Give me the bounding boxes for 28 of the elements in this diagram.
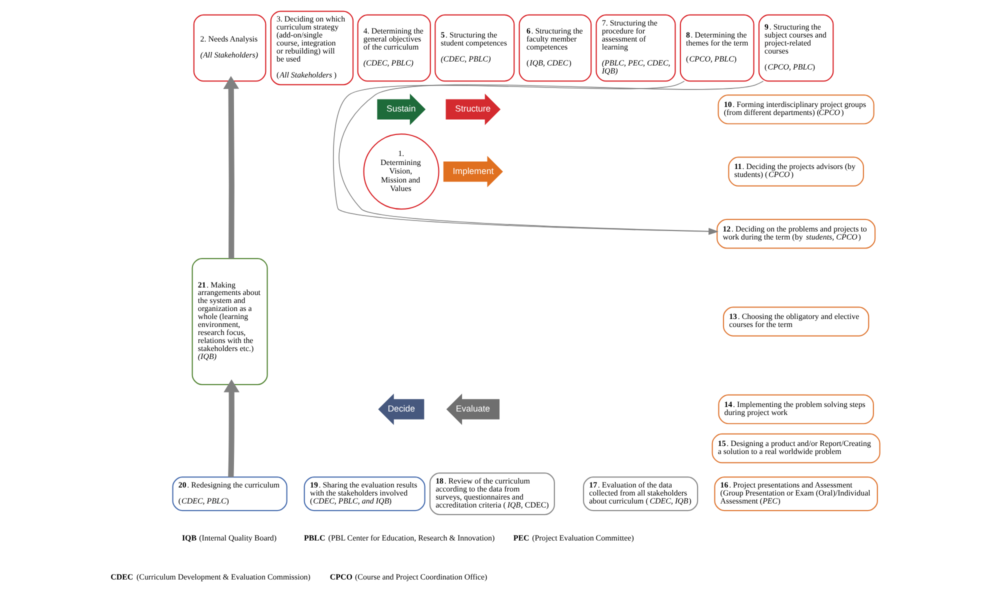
node-box: 15. Designing a product and/or Report/Creating a solution to a real worldwide problem [711,433,880,464]
node-box: 17. Evaluation of the data collected from all stakeholders about curriculum (CDEC, IQB) [582,476,698,512]
label: PBLC (PBL Center for Education, Research & Innovation) [303,533,494,542]
node-box: 9. Structuring the subject courses and project-related courses (CPCO, PBLC) [758,14,834,82]
node-box: 12. Deciding on the problems and projects to work during the term (by students, CPCO) [716,218,876,249]
label: CPCO (Course and Project Coordination Office) [329,572,487,582]
node-box: 6. Structuring the faculty member competences (IQB, CDEC) [518,14,592,82]
node-box: 14. Implementing the problem solving steps during project work [718,394,874,424]
node-box: 19. Sharing the evaluation results with the stakeholders involved (CDEC, PBLC, and IQB) [303,476,425,512]
node-box: 10. Forming interdisciplinary project groups (from different departments) (CPCO) [717,94,874,124]
node-box: 16. Project presentations and Assessment (Group Presentation or Exam (Oral)/Individual Assessment (PEC) [714,476,878,512]
label: PEC (Project Evaluation Committee) [512,533,634,542]
node-box: 13. Choosing the obligatory and elective courses for the term [722,306,869,336]
node-box: 11. Deciding the projects advisors (by students) (CPCO) [728,156,864,187]
node-circle: 1. Determining Vision, Mission and Values [362,134,439,210]
label: IQB (Internal Quality Board) [181,533,276,542]
arrow [222,76,239,258]
node-box: 8. Determining the themes for the term (CPCO, PBLC) [679,14,754,82]
node-box: 5. Structuring the student competences (CDEC, PBLC) [434,14,514,82]
arrow [223,379,239,478]
node-box: 7. Structuring the procedure for assessment of learning (PBLC, PEC, CDEC, IQB) [595,14,676,82]
node-box: 21. Making arrangements about the system and organization as a whole (learning environment, research focus, relations with the stakeholders etc.) (IQB) [191,258,268,386]
node-box: 20. Redesigning the curriculum (CDEC, PBLC) [172,476,287,512]
label: CDEC (Curriculum Development & Evaluation Commission) [110,572,310,582]
node-box: 4. Determining the general objectives of the curriculum (CDEC, PBLC) [356,14,430,82]
node-box: 18. Review of the curriculum according to the data from surveys, questionnaires and accreditation criteria (IQB, CDEC) [428,472,554,516]
node-box: 3. Deciding on which curriculum strategy (add-on/single course, integration or rebuilding) will be used (All Stakeholders) [270,10,354,86]
node-box: 2. Needs Analysis (All Stakeholders) [192,14,266,82]
